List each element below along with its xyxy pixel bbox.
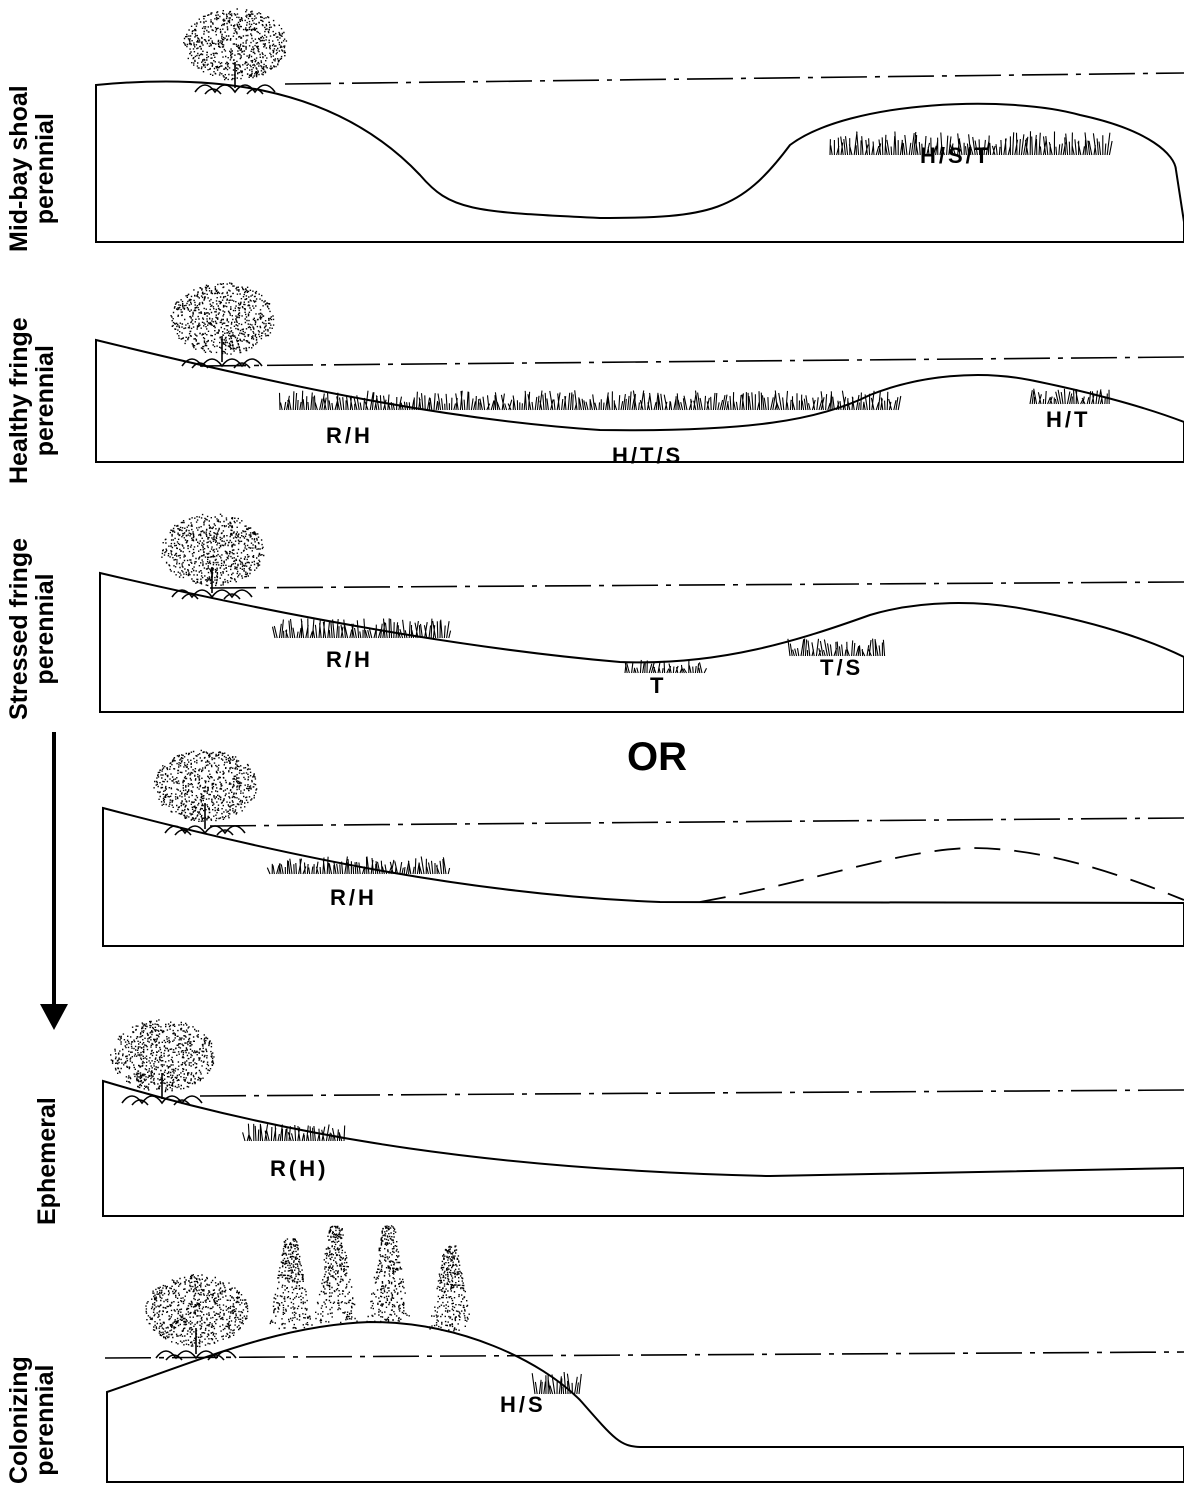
side-label-line: Colonizing — [5, 1356, 33, 1484]
grass-blades — [829, 131, 1113, 156]
prop-roots — [194, 62, 276, 95]
mangrove-tree — [170, 282, 275, 369]
side-label-midbay: Mid-bay shoal perennial — [5, 85, 59, 252]
ground-profile — [99, 571, 1184, 713]
ground-profile — [95, 338, 1184, 463]
grass-blades — [1029, 388, 1110, 405]
ground-profile — [102, 1079, 1184, 1217]
panel-midbay: H/S/T — [95, 8, 1184, 243]
side-label-colonizing: Colonizing perennial — [5, 1356, 59, 1484]
zone-label: H/S — [500, 1392, 546, 1417]
ground-profile — [95, 80, 1184, 243]
mangrove-tree — [145, 1274, 249, 1361]
side-label-line: perennial — [31, 573, 59, 685]
zone-label: T/S — [820, 655, 863, 680]
side-label-line: Ephemeral — [33, 1097, 61, 1225]
prop-roots — [164, 803, 246, 836]
water-level-line — [104, 1351, 1184, 1359]
tree-canopy — [145, 1274, 249, 1348]
mangrove-tree — [153, 749, 258, 836]
mangrove-sapling — [315, 1225, 358, 1324]
seagrass — [787, 638, 886, 657]
sapling-foliage — [269, 1238, 313, 1330]
seagrass — [278, 390, 902, 411]
sapling-foliage — [429, 1245, 470, 1332]
seagrass — [624, 659, 707, 674]
down-arrow-icon — [40, 732, 68, 1030]
side-label-line: perennial — [31, 345, 59, 457]
zone-label: H/S/T — [920, 143, 991, 168]
seagrass — [242, 1123, 346, 1142]
prop-roots — [181, 336, 263, 369]
panel-stressed-alternative: R/H — [102, 749, 1184, 947]
tree-canopy — [161, 513, 265, 587]
panel-ephemeral: R(H) — [102, 1019, 1184, 1217]
zone-label: T — [650, 673, 666, 698]
prop-roots — [171, 567, 253, 600]
water-level-line — [209, 817, 1184, 827]
grass-blades — [278, 390, 902, 411]
water-level-line — [199, 356, 1184, 367]
water-level-line — [209, 581, 1184, 589]
grass-blades — [531, 1371, 582, 1395]
zone-label: R(H) — [270, 1156, 328, 1181]
mangrove-sapling — [366, 1225, 410, 1323]
tree-canopy — [110, 1019, 215, 1093]
mangrove-tree — [183, 8, 288, 95]
water-level-line — [284, 72, 1184, 85]
zone-label: R/H — [326, 423, 373, 448]
side-label-line: Mid-bay shoal — [5, 85, 33, 252]
mangrove-tree — [161, 513, 265, 600]
water-level-line — [199, 1089, 1184, 1097]
grass-blades — [787, 638, 886, 657]
mangrove-sapling — [269, 1238, 313, 1330]
zone-label: H/T/S — [612, 443, 683, 468]
panel-stressed: R/H T T/S — [99, 513, 1184, 713]
panel-colonizing: H/S — [104, 1225, 1184, 1483]
seagrass — [271, 618, 452, 639]
mangrove-tree — [110, 1019, 215, 1106]
tree-canopy — [170, 282, 275, 355]
or-label: OR — [627, 735, 687, 779]
side-label-healthy: Healthy fringe perennial — [5, 317, 59, 484]
side-label-line: Stressed fringe — [5, 537, 33, 720]
side-label-stressed: Stressed fringe perennial — [5, 537, 59, 720]
ground-profile — [106, 1320, 1184, 1483]
grass-blades — [271, 618, 452, 639]
grass-blades — [266, 856, 451, 875]
zone-label: H/T — [1046, 407, 1090, 432]
grass-blades — [624, 659, 707, 674]
side-label-line: perennial — [31, 1364, 59, 1476]
seagrass — [829, 131, 1113, 156]
zone-label: R/H — [326, 647, 373, 672]
seagrass — [1029, 388, 1110, 405]
eroded-shoal-outline — [699, 847, 1184, 903]
side-label-ephemeral: Ephemeral — [33, 1097, 61, 1225]
panel-healthy: R/H H/T/S H/T — [95, 282, 1184, 468]
grass-blades — [242, 1123, 346, 1142]
sapling-foliage — [315, 1225, 358, 1324]
tree-canopy — [183, 8, 288, 81]
tree-canopy — [153, 749, 258, 822]
ground-profile — [102, 806, 1184, 947]
sapling-foliage — [366, 1225, 410, 1323]
seagrass — [266, 856, 451, 875]
side-label-line: perennial — [31, 113, 59, 225]
seagrass — [531, 1371, 582, 1395]
prop-roots — [121, 1073, 203, 1106]
side-label-line: Healthy fringe — [5, 317, 33, 484]
mangrove-sapling — [429, 1245, 470, 1332]
zone-label: R/H — [330, 885, 377, 910]
prop-roots — [155, 1328, 237, 1361]
